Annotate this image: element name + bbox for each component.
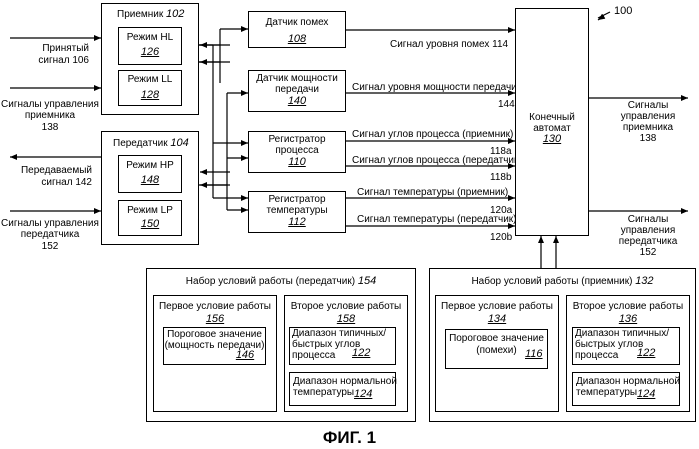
tx-range1-line3: процесса (292, 350, 335, 361)
rx-second-title: Второе условие работы (566, 301, 690, 312)
tx-range2-ref: 124 (354, 389, 372, 400)
receiver-title-text: Приемник (117, 9, 163, 20)
tx-ctrl-left-line2: передатчика (0, 229, 100, 240)
temp-tx-signal: Сигнал температуры (передатчик) (357, 214, 517, 225)
tx-conditions-title-text: Набор условий работы (передатчик) (186, 276, 355, 287)
tx-range1-ref: 122 (352, 348, 370, 359)
rx-range1-line2: быстрых углов (575, 339, 643, 350)
temp-reg-line1: Регистратор (248, 194, 346, 205)
rx-first-ref: 134 (435, 314, 559, 325)
tx-threshold-ref: 146 (225, 350, 265, 361)
mode-hp-label: Режим HP (118, 160, 182, 171)
corner-rx-signal: Сигнал углов процесса (приемник) (352, 129, 513, 140)
power-sensor-line2: передачи (248, 84, 346, 95)
received-signal-line2-text: сигнал (38, 55, 69, 66)
fsm-line1: Конечный (515, 112, 589, 123)
received-signal-line2: сигнал 106 (5, 55, 89, 66)
mode-lp-label: Режим LP (118, 205, 182, 216)
noise-level-ref: 114 (492, 39, 508, 50)
process-reg-line1: Регистратор (248, 134, 346, 145)
rx-range2-line1: Диапазон нормальной (576, 376, 680, 387)
temp-reg-ref: 112 (248, 217, 346, 228)
received-signal-line1: Принятый (5, 43, 89, 54)
noise-level-signal: Сигнал уровня помех 114 (390, 39, 508, 50)
tx-ctrl-left-line1: Сигналы управления (0, 218, 100, 229)
tx-out-ref: 142 (75, 177, 92, 188)
rx-conditions-title: Набор условий работы (приемник) 132 (429, 276, 696, 287)
rx-ctrl-right-line2: управления (600, 111, 696, 122)
tx-second-ref: 158 (284, 314, 408, 325)
temp-rx-signal: Сигнал температуры (приемник) (357, 187, 508, 198)
rx-threshold-line1: Пороговое значение (445, 333, 548, 344)
tx-range2-line2: температуры (293, 387, 354, 398)
rx-range2-ref: 124 (637, 389, 655, 400)
power-sensor-line1: Датчик мощности (248, 73, 346, 84)
mode-hp-ref: 148 (118, 175, 182, 186)
figure-caption: ФИГ. 1 (0, 428, 699, 448)
noise-sensor-ref: 108 (248, 34, 346, 45)
temp-tx-ref: 120b (490, 232, 512, 243)
rx-threshold-ref: 116 (525, 349, 543, 360)
mode-ll-ref: 128 (118, 90, 182, 101)
figure-ref: 100 (614, 6, 632, 17)
tx-out-line2: сигнал 142 (0, 177, 92, 188)
tx-range2-line1: Диапазон нормальной (293, 376, 397, 387)
rx-ctrl-right-line3: приемника (600, 122, 696, 133)
tx-first-ref: 156 (153, 314, 277, 325)
corner-tx-signal: Сигнал углов процесса (передатчик) (352, 155, 522, 166)
tx-out-line2-text: сигнал (41, 177, 72, 188)
tx-range1-line2: быстрых углов (292, 339, 360, 350)
mode-lp-ref: 150 (118, 219, 182, 230)
tx-ctrl-right-line2: управления (600, 225, 696, 236)
transmitter-title-text: Передатчик (113, 138, 168, 149)
corner-tx-ref: 118b (490, 172, 512, 183)
process-reg-line2: процесса (248, 145, 346, 156)
rx-conditions-title-text: Набор условий работы (приемник) (471, 276, 632, 287)
tx-ctrl-right-ref: 152 (600, 247, 696, 258)
rx-range1-ref: 122 (637, 348, 655, 359)
rx-ctrl-left-line2: приемника (0, 110, 100, 121)
mode-ll-label: Режим LL (118, 74, 182, 85)
process-reg-ref: 110 (248, 157, 346, 168)
received-signal-ref: 106 (72, 55, 89, 66)
power-level-signal: Сигнал уровня мощности передачи (352, 82, 517, 93)
temp-reg-line2: температуры (248, 205, 346, 216)
rx-ctrl-right-ref: 138 (600, 133, 696, 144)
receiver-ref: 102 (166, 8, 184, 20)
rx-ctrl-right-line1: Сигналы (600, 100, 696, 111)
rx-range1-line1: Диапазон типичных/ (575, 328, 669, 339)
mode-hl-label: Режим HL (118, 32, 182, 43)
tx-ctrl-right-line3: передатчика (600, 236, 696, 247)
rx-second-ref: 136 (566, 314, 690, 325)
noise-level-text: Сигнал уровня помех (390, 39, 489, 50)
rx-ctrl-left-line1: Сигналы управления (0, 99, 100, 110)
rx-range2-line2: температуры (576, 387, 637, 398)
noise-sensor-label: Датчик помех (248, 17, 346, 28)
fsm-ref: 130 (515, 134, 589, 145)
rx-first-title: Первое условие работы (435, 301, 559, 312)
tx-conditions-title: Набор условий работы (передатчик) 154 (146, 276, 416, 287)
rx-range1-line3: процесса (575, 350, 618, 361)
transmitter-title: Передатчик 104 (113, 138, 189, 149)
transmitter-ref: 104 (170, 137, 188, 149)
tx-conditions-ref: 154 (358, 275, 376, 287)
receiver-title: Приемник 102 (117, 9, 184, 20)
rx-conditions-ref: 132 (635, 275, 653, 287)
tx-ctrl-left-ref: 152 (0, 241, 100, 252)
tx-threshold-line1: Пороговое значение (163, 329, 266, 340)
power-sensor-ref: 140 (248, 96, 346, 107)
tx-out-line1: Передаваемый (0, 165, 92, 176)
tx-ctrl-right-line1: Сигналы (600, 214, 696, 225)
tx-range1-line1: Диапазон типичных/ (292, 328, 386, 339)
mode-hl-ref: 126 (118, 47, 182, 58)
power-level-ref: 144 (498, 99, 515, 110)
rx-ctrl-left-ref: 138 (0, 122, 100, 133)
tx-first-title: Первое условие работы (153, 301, 277, 312)
tx-second-title: Второе условие работы (284, 301, 408, 312)
